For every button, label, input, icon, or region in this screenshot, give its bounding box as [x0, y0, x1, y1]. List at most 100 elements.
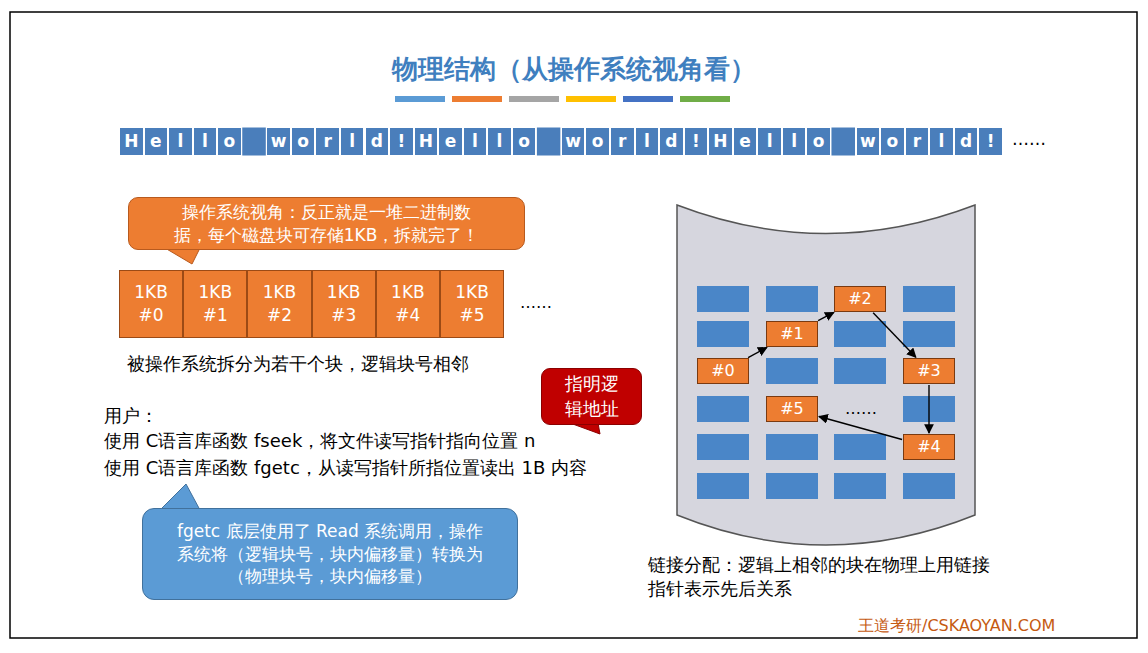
- node-text: !: [397, 130, 405, 153]
- byte-cell: o: [585, 127, 610, 156]
- byte-cell: w: [856, 127, 881, 156]
- disk-cylinder: [677, 205, 975, 545]
- node-text: #3: [331, 304, 356, 327]
- byte-cell: o: [512, 127, 537, 156]
- logical-block: 1KB#5: [440, 270, 504, 338]
- speech-callout: fgetc 底层使用了 Read 系统调用，操作系统将（逻辑块号，块内偏移量）转…: [142, 508, 518, 600]
- node-text: H: [124, 130, 138, 153]
- link-pointer: [748, 347, 767, 357]
- logical-block: 1KB#2: [247, 270, 311, 338]
- node-text: l: [497, 130, 503, 153]
- byte-cell: l: [782, 127, 807, 156]
- node-text: r: [618, 130, 626, 153]
- physical-block: #2: [834, 286, 886, 312]
- node-text: H: [419, 130, 433, 153]
- link-pointer: [928, 385, 929, 433]
- node-text: #4: [917, 436, 941, 458]
- byte-cell: e: [733, 127, 758, 156]
- node-text: #1: [203, 304, 228, 327]
- logical-block: 1KB#4: [376, 270, 440, 338]
- byte-cell: l: [168, 127, 193, 156]
- node-text: l: [939, 130, 945, 153]
- node-text: #1: [780, 323, 804, 345]
- node-text: !: [987, 130, 995, 153]
- byte-cell: w: [561, 127, 586, 156]
- blank-cell: [242, 127, 267, 156]
- node-text: e: [445, 130, 457, 153]
- link-pointer: [873, 313, 916, 358]
- disk-block: [903, 286, 955, 312]
- logical-block: 1KB#3: [312, 270, 376, 338]
- speech-callout: 操作系统视角：反正就是一堆二进制数据，每个磁盘块可存储1KB，拆就完了！: [128, 197, 525, 250]
- node-text: d: [960, 130, 972, 153]
- node-text: #5: [460, 304, 485, 327]
- disk-block: [697, 286, 749, 312]
- disk-block: [834, 434, 886, 460]
- node-text: w: [271, 130, 287, 153]
- node-text: #0: [711, 360, 735, 382]
- disk-block: [766, 286, 818, 312]
- ellipsis: ……: [845, 398, 877, 420]
- disk-block: [697, 396, 749, 422]
- disk-block: [903, 396, 955, 422]
- node-text: o: [518, 130, 530, 153]
- color-bars: [395, 96, 730, 102]
- byte-cell: w: [266, 127, 291, 156]
- logical-block: 1KB#1: [183, 270, 247, 338]
- node-text: 1KB: [455, 281, 489, 304]
- disk-block: [903, 321, 955, 347]
- node-text: e: [150, 130, 162, 153]
- node-text: d: [665, 130, 677, 153]
- callout-tail: [165, 248, 200, 264]
- node-text: #4: [395, 304, 420, 327]
- disk-block: [834, 358, 886, 384]
- node-text: l: [472, 130, 478, 153]
- blank-cells: [242, 127, 856, 156]
- node-text: l: [767, 130, 773, 153]
- disk-block: [766, 473, 818, 499]
- byte-cell: l: [929, 127, 954, 156]
- node-text: 1KB: [263, 281, 297, 304]
- byte-cell: H: [119, 127, 144, 156]
- disk-block: [697, 321, 749, 347]
- physical-block: #3: [903, 358, 955, 384]
- node-text: o: [224, 130, 236, 153]
- byte-cell: H: [414, 127, 439, 156]
- disk-block: [903, 473, 955, 499]
- byte-cell: e: [144, 127, 169, 156]
- node-text: o: [297, 130, 309, 153]
- byte-cell: o: [806, 127, 831, 156]
- byte-cell: l: [635, 127, 660, 156]
- disk-block: [766, 358, 818, 384]
- ellipsis: ……: [520, 292, 552, 314]
- title: 物理结构（从操作系统视角看）: [0, 52, 1148, 87]
- physical-block: #4: [903, 434, 955, 460]
- disk-block: [697, 434, 749, 460]
- byte-cell: !: [684, 127, 709, 156]
- byte-cell: !: [978, 127, 1003, 156]
- ellipsis: ……: [1012, 128, 1046, 151]
- byte-cell: l: [757, 127, 782, 156]
- node-text: d: [371, 130, 383, 153]
- node-text: 1KB: [391, 281, 425, 304]
- disk-block: [834, 473, 886, 499]
- blank-cell: [536, 127, 561, 156]
- physical-block: #5: [766, 396, 818, 422]
- caption-note: 链接分配：逻辑上相邻的块在物理上用链接指针表示先后关系: [648, 553, 998, 602]
- node-text: e: [739, 130, 751, 153]
- note: 使用 C语言库函数 fseek，将文件读写指针指向位置 n: [104, 429, 535, 453]
- byte-cell: r: [905, 127, 930, 156]
- disk-block: [697, 473, 749, 499]
- byte-cell: o: [217, 127, 242, 156]
- node-text: #5: [780, 398, 804, 420]
- physical-block: #1: [766, 321, 818, 347]
- byte-cell: d: [365, 127, 390, 156]
- node-text: w: [565, 130, 581, 153]
- byte-cell: l: [463, 127, 488, 156]
- byte-cell: e: [438, 127, 463, 156]
- byte-cell: l: [193, 127, 218, 156]
- node-text: w: [860, 130, 876, 153]
- disk-block: [766, 434, 818, 460]
- link-pointer: [818, 312, 834, 320]
- byte-cell: d: [659, 127, 684, 156]
